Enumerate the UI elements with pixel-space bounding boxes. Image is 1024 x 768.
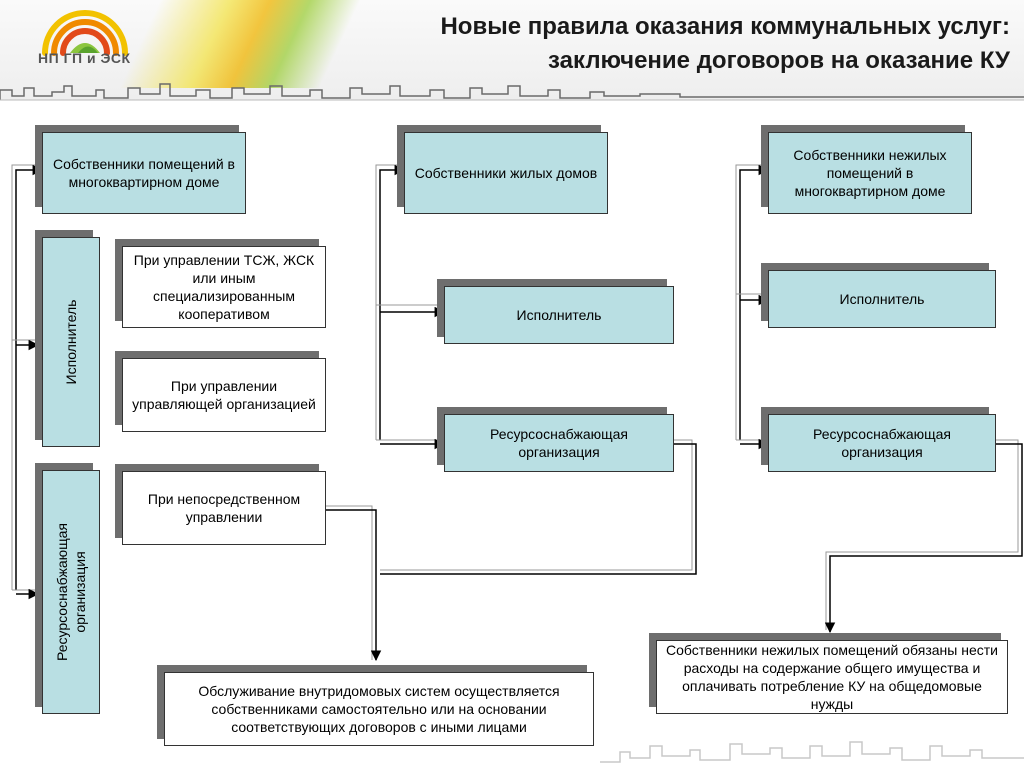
executor-vertical-box: [42, 237, 100, 447]
col3-executor-box: Исполнитель: [768, 270, 996, 328]
owners-nonresidential-box: Собственники нежилых помещений в многокв…: [768, 132, 972, 214]
owners-mkd-box: Собственники помещений в многоквартирном…: [42, 132, 246, 214]
uk-box: При управлении управляющей организацией: [122, 358, 326, 432]
skyline-decoration: [0, 83, 1024, 101]
executor-vertical-label: Исполнитель: [63, 299, 79, 385]
page-title: Новые правила оказания коммунальных услу…: [290, 10, 1010, 78]
col3-rso-box: Ресурсоснабжающая организация: [768, 414, 996, 472]
to-bottom-right-connectors: [824, 439, 1023, 634]
logo-text: НП ГП и ЭСК: [38, 50, 131, 66]
header-banner: НП ГП и ЭСК Новые правила оказания комму…: [0, 0, 1024, 101]
sun-logo-icon: [42, 10, 128, 56]
col1-connectors: [11, 164, 44, 600]
title-line-1: Новые правила оказания коммунальных услу…: [440, 13, 1010, 40]
owners-houses-box: Собственники жилых домов: [404, 132, 608, 214]
rso-vertical-box: [42, 470, 100, 714]
col3-connectors: [735, 164, 770, 450]
col2-executor-box: Исполнитель: [444, 286, 674, 344]
tszh-box: При управлении ТСЖ, ЖСК или иным специал…: [122, 246, 326, 328]
col2-rso-box: Ресурсоснабжающая организация: [444, 414, 674, 472]
bottom-left-note-box: Обслуживание внутридомовых систем осущес…: [164, 672, 594, 746]
bottom-right-note-box: Собственники нежилых помещений обязаны н…: [656, 640, 1008, 714]
title-line-2: заключение договоров на оказание КУ: [548, 47, 1010, 74]
col2-connectors: [375, 164, 446, 450]
direct-management-box: При непосредственном управлении: [122, 471, 326, 545]
to-bottom-left-connectors: [326, 439, 697, 662]
bottom-skyline-decoration: [600, 741, 1024, 763]
rso-vertical-label: Ресурсоснабжающая организация: [54, 523, 88, 661]
